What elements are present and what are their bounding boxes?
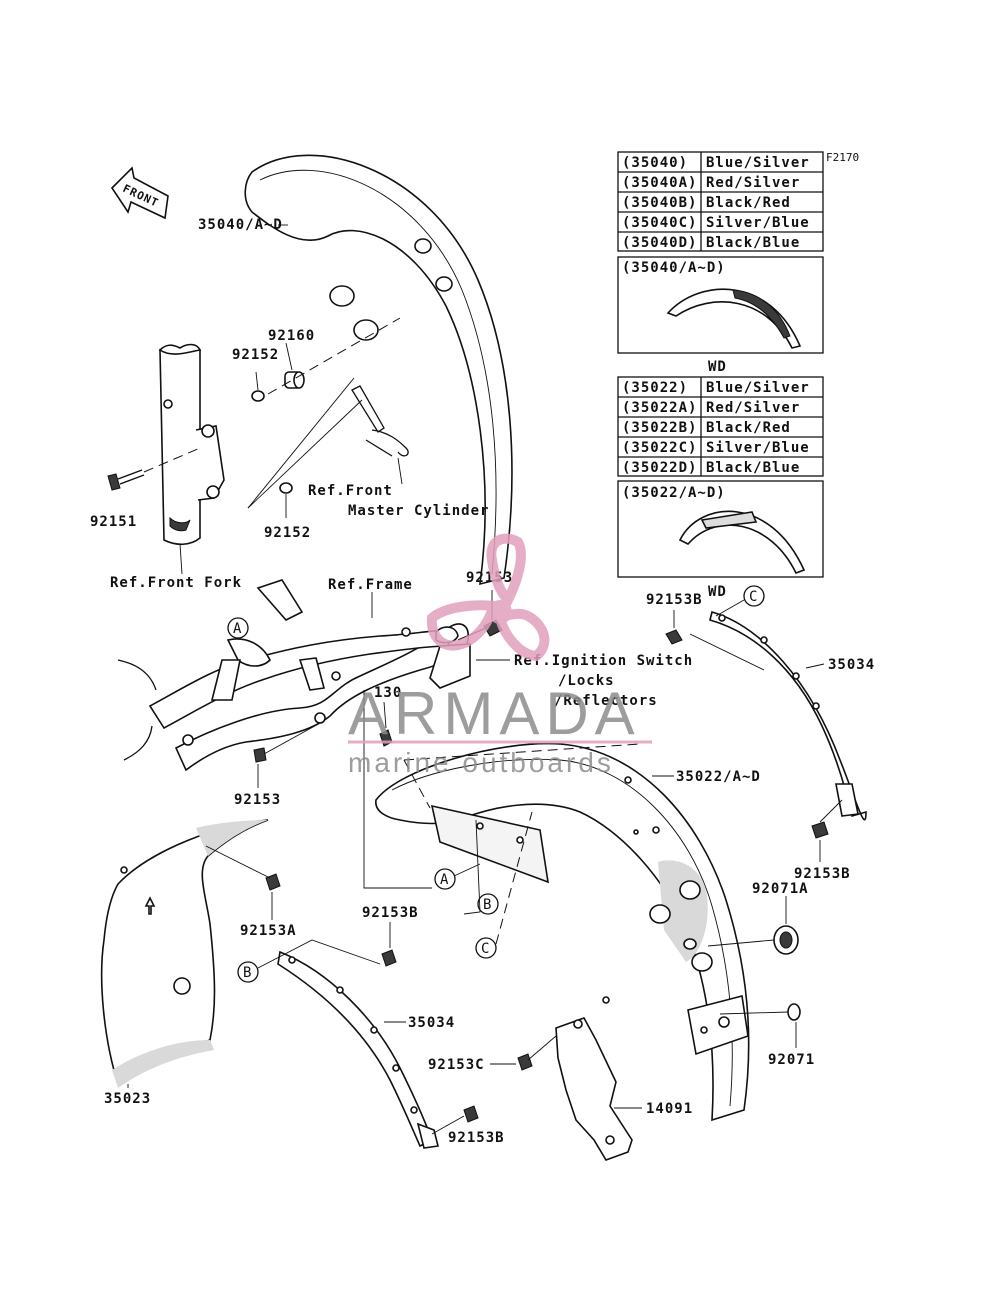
inner-fender-part xyxy=(100,819,269,1088)
label-92152-top: 92152 xyxy=(232,347,279,363)
rear-fender-part xyxy=(375,742,750,1122)
brake-hose-bracket-part xyxy=(351,385,409,457)
front-direction-arrow-icon: FRONT xyxy=(110,166,169,220)
table-cell-color: Blue/Silver xyxy=(706,155,810,171)
front-fender-color-table: (35040) Blue/Silver (35040A) Red/Silver … xyxy=(617,151,824,252)
table-cell-code: (35040C) xyxy=(622,215,697,231)
svg-text:C: C xyxy=(749,589,757,605)
nut-92153b-part xyxy=(463,1105,479,1123)
table-cell-color: Red/Silver xyxy=(706,400,800,416)
rear-fender-color-table: (35022) Blue/Silver (35022A) Red/Silver … xyxy=(617,376,824,477)
table-cell-code: (35040A) xyxy=(622,175,697,191)
label-92071: 92071 xyxy=(768,1052,815,1068)
table-cell-code: (35040D) xyxy=(622,235,697,251)
callout-a-left: A xyxy=(227,617,249,639)
label-35034-right: 35034 xyxy=(828,657,875,673)
table-cell-color: Black/Blue xyxy=(706,460,800,476)
collar-92160-part xyxy=(284,371,305,389)
table-cell-color: Silver/Blue xyxy=(706,215,810,231)
table-cell-code: (35022C) xyxy=(622,440,697,456)
label-92153-left: 92153 xyxy=(234,792,281,808)
table-cell-code: (35040B) xyxy=(622,195,697,211)
label-92153c: 92153C xyxy=(428,1057,485,1073)
bolt-92151-part xyxy=(107,469,145,491)
inset-label: (35040/A~D) xyxy=(622,260,726,276)
label-130: 130 xyxy=(374,685,402,701)
inset-label: (35022/A~D) xyxy=(622,485,726,501)
watermark-brand: ARMADA xyxy=(348,680,641,747)
label-14091: 14091 xyxy=(646,1101,693,1117)
label-ref-front-fork: Ref.Front Fork xyxy=(110,575,242,591)
washer-92152-part xyxy=(279,482,293,494)
table-cell-color: Red/Silver xyxy=(706,175,800,191)
rear-fender-stripe-inset: (35022/A~D) xyxy=(617,480,824,578)
diagram-code: F2170 xyxy=(826,151,859,164)
label-92153b-right: 92153B xyxy=(794,866,851,882)
svg-text:C: C xyxy=(481,941,489,957)
svg-text:A: A xyxy=(233,621,242,637)
callout-a-mid: A xyxy=(434,868,456,890)
front-fender-part xyxy=(244,154,513,586)
table-cell-color: Silver/Blue xyxy=(706,440,810,456)
watermark-tagline: marine outboards xyxy=(348,747,614,778)
table-cell-color: Black/Blue xyxy=(706,235,800,251)
nut-92153b-part xyxy=(665,629,683,645)
table-cell-code: (35022D) xyxy=(622,460,697,476)
callout-c-mid: C xyxy=(475,937,497,959)
front-fork-part xyxy=(158,343,225,546)
rear-table-heading: WD xyxy=(708,359,727,375)
svg-text:B: B xyxy=(483,897,491,913)
label-92153b-bottom: 92153B xyxy=(448,1130,505,1146)
fender-strip-right-part xyxy=(709,610,867,821)
label-ref-master-cylinder: Master Cylinder xyxy=(348,503,489,519)
label-92151: 92151 xyxy=(90,514,137,530)
label-92153b-topright: 92153B xyxy=(646,592,703,608)
table-cell-color: Black/Red xyxy=(706,420,791,436)
svg-text:A: A xyxy=(440,872,449,888)
nut-92153b-part xyxy=(811,821,829,839)
callout-c-right: C xyxy=(743,585,765,607)
fender-strip-left-part xyxy=(277,950,439,1149)
label-rear-fender: 35022/A~D xyxy=(676,769,761,785)
bolt-92153-part xyxy=(253,747,267,763)
cover-14091-part xyxy=(555,1017,633,1161)
label-ref-frame: Ref.Frame xyxy=(328,577,413,593)
washer-92152-part xyxy=(251,390,265,402)
label-ref-locks: /Locks xyxy=(558,673,615,689)
label-front-fender: 35040/A~D xyxy=(198,217,283,233)
label-35034-left: 35034 xyxy=(408,1015,455,1031)
frame-part xyxy=(117,579,471,772)
table-cell-color: Black/Red xyxy=(706,195,791,211)
label-92152-bottom: 92152 xyxy=(264,525,311,541)
armada-watermark: ARMADA marine outboards xyxy=(348,533,652,778)
table-cell-code: (35022) xyxy=(622,380,688,396)
grommet-92071-part xyxy=(787,1003,801,1021)
label-92153a: 92153A xyxy=(240,923,297,939)
label-92160: 92160 xyxy=(268,328,315,344)
label-92153b-mid: 92153B xyxy=(362,905,419,921)
nut-92153b-part xyxy=(381,949,397,967)
svg-text:B: B xyxy=(243,965,251,981)
label-92071a: 92071A xyxy=(752,881,809,897)
label-wd-right: WD xyxy=(708,584,727,600)
callout-b-left: B xyxy=(237,961,259,983)
nut-92153c-part xyxy=(517,1053,533,1071)
nut-92153a-part xyxy=(265,873,281,891)
table-cell-color: Blue/Silver xyxy=(706,380,810,396)
table-cell-code: (35022B) xyxy=(622,420,697,436)
label-ref-front: Ref.Front xyxy=(308,483,393,499)
propeller-logo-icon xyxy=(426,533,550,662)
label-ref-ignition: Ref.Ignition Switch xyxy=(514,653,693,669)
label-35023: 35023 xyxy=(104,1091,151,1107)
grommet-92071a-part xyxy=(773,925,799,955)
table-cell-code: (35022A) xyxy=(622,400,697,416)
label-ref-reflectors: /Reflectors xyxy=(554,693,658,709)
table-cell-code: (35040) xyxy=(622,155,688,171)
front-fender-stripe-inset: (35040/A~D) xyxy=(617,256,824,354)
callout-b-mid: B xyxy=(477,893,499,915)
